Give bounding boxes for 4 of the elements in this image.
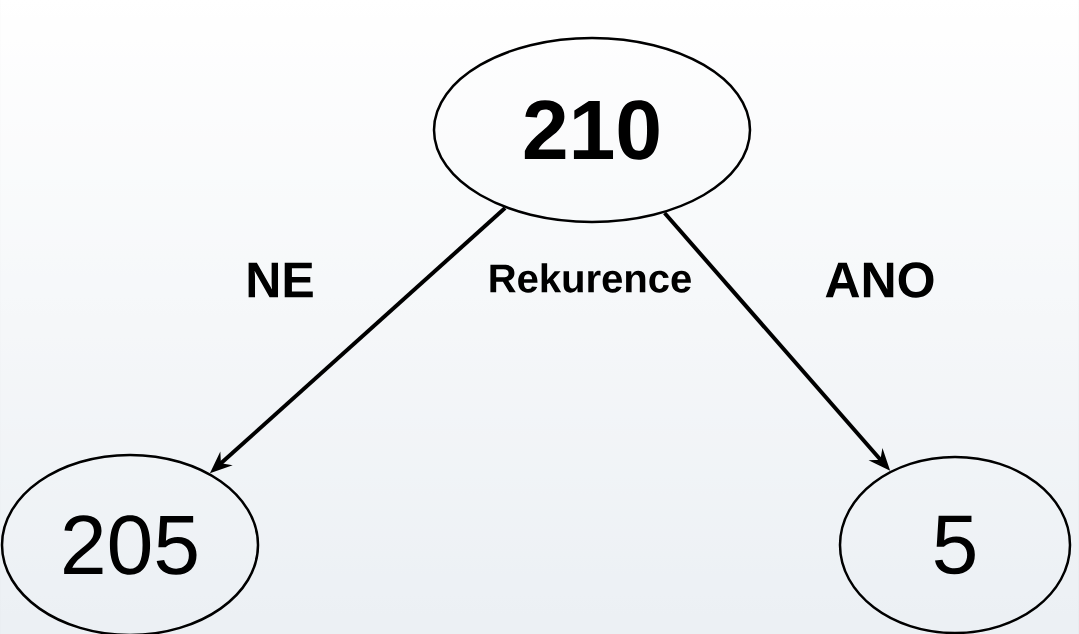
ellipse-node: 210 bbox=[432, 36, 752, 224]
edge-label: ANO bbox=[825, 262, 934, 298]
annotation: Rekurence bbox=[490, 263, 691, 293]
edge-label: NE bbox=[248, 262, 313, 298]
